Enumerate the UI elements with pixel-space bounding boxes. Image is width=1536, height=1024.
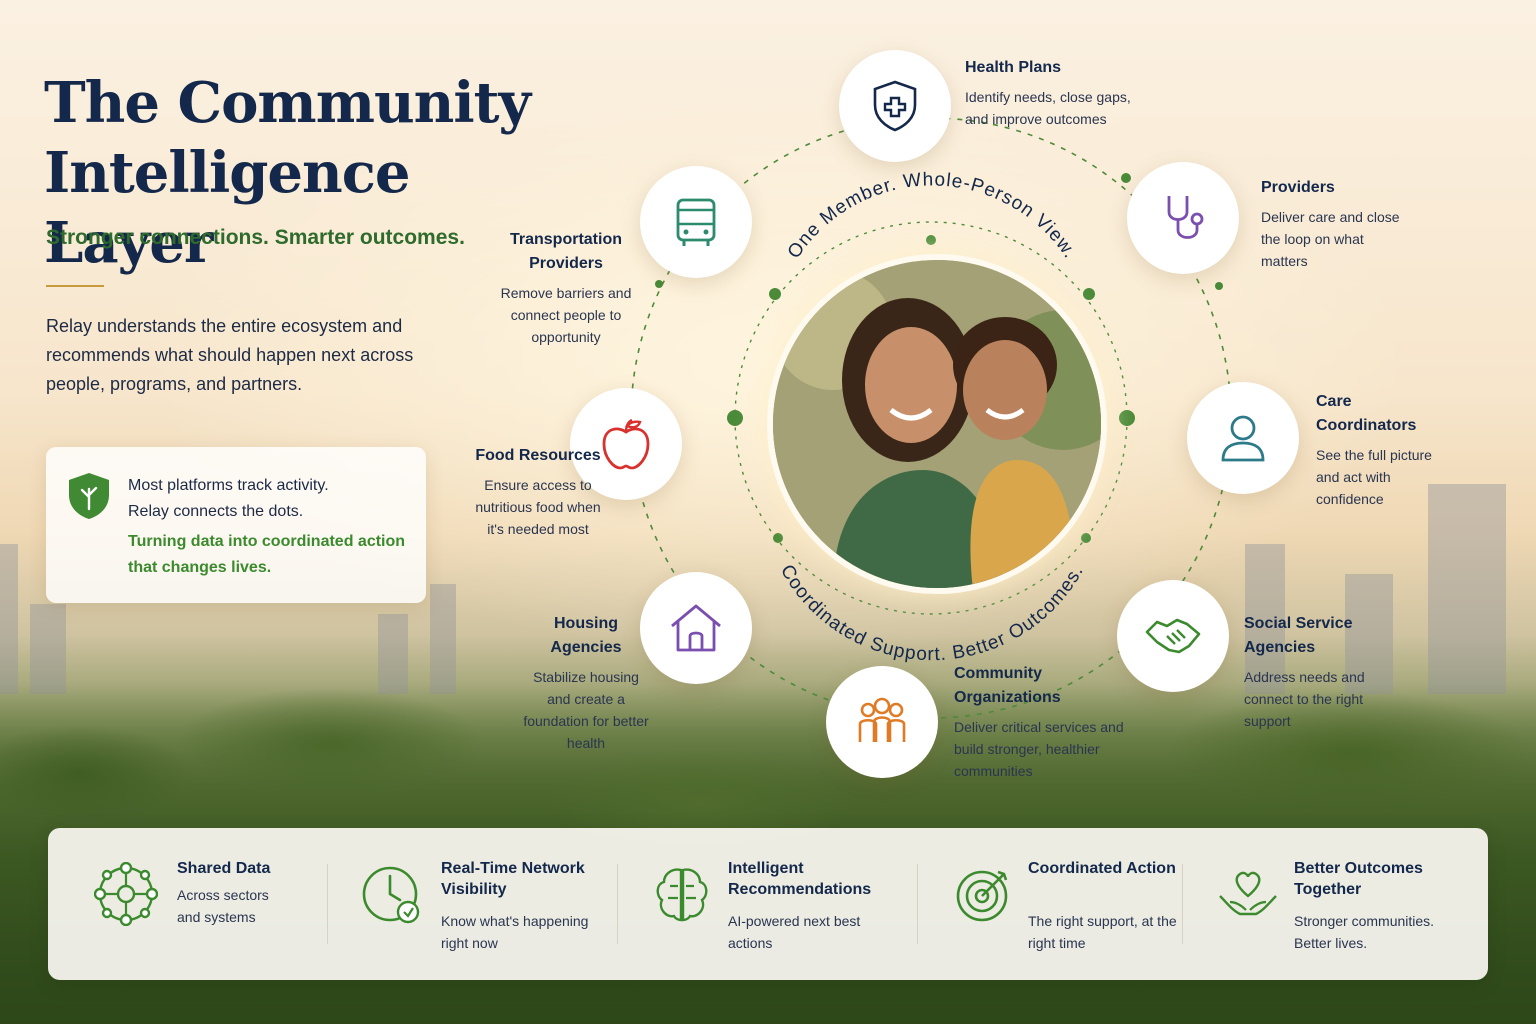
arc-top-text: One Member. Whole-Person View. bbox=[784, 169, 1081, 262]
member-photo bbox=[767, 254, 1107, 594]
brain-icon bbox=[656, 868, 708, 922]
label-social-service: Social Service Agencies Address needs an… bbox=[1244, 615, 1365, 729]
callout-card: Most platforms track activity. Relay con… bbox=[46, 447, 426, 603]
callout-line-3: Turning data into coordinated action bbox=[128, 533, 406, 550]
skyline-building bbox=[30, 604, 66, 694]
target-icon bbox=[956, 870, 1008, 922]
divider bbox=[327, 864, 328, 944]
skyline-building bbox=[378, 614, 408, 694]
divider bbox=[617, 864, 618, 944]
node-food[interactable] bbox=[570, 388, 682, 500]
heart-hands-icon bbox=[1219, 871, 1277, 916]
callout-line-1: Most platforms track activity. bbox=[128, 477, 329, 494]
feature-shared-data: Shared Data Across sectors and systems bbox=[90, 828, 350, 980]
label-housing: Housing Agencies Stabilize housing and c… bbox=[523, 615, 649, 751]
person-icon bbox=[1221, 415, 1265, 462]
stethoscope-icon bbox=[1167, 196, 1204, 239]
apple-icon bbox=[602, 418, 650, 470]
feature-better-outcomes: Better Outcomes Together Stronger commun… bbox=[1216, 828, 1476, 980]
tagline: Stronger connections. Smarter outcomes. bbox=[46, 226, 465, 249]
people-icon bbox=[858, 697, 906, 742]
feature-network-visibility: Real-Time Network Visibility Know what's… bbox=[360, 828, 620, 980]
page-title: The Community Intelligence Layer bbox=[44, 70, 531, 276]
callout-line-2: Relay connects the dots. bbox=[128, 503, 304, 520]
skyline-building bbox=[1428, 484, 1506, 694]
callout-line-4: that changes lives. bbox=[128, 559, 272, 576]
skyline-building bbox=[1345, 574, 1393, 694]
feature-strip: Shared Data Across sectors and systems R… bbox=[48, 828, 1488, 980]
node-transportation[interactable] bbox=[640, 166, 752, 278]
handshake-icon bbox=[1145, 618, 1201, 654]
label-care-coordinators: Care Coordinators See the full picture a… bbox=[1316, 393, 1432, 507]
label-providers: Providers Deliver care and close the loo… bbox=[1261, 179, 1400, 269]
node-care-coordinators[interactable] bbox=[1187, 382, 1299, 494]
node-health-plans[interactable] bbox=[839, 50, 951, 162]
label-health-plans: Health Plans Identify needs, close gaps,… bbox=[965, 59, 1131, 127]
skyline-building bbox=[430, 584, 456, 694]
node-providers[interactable] bbox=[1127, 162, 1239, 274]
label-community-orgs: Community Organizations Deliver critical… bbox=[954, 665, 1124, 779]
mother-child-illustration bbox=[773, 260, 1101, 588]
feature-recommendations: Intelligent Recommendations AI-powered n… bbox=[650, 828, 910, 980]
divider bbox=[917, 864, 918, 944]
node-social-service[interactable] bbox=[1117, 580, 1229, 692]
clock-icon bbox=[362, 866, 420, 924]
divider bbox=[46, 285, 104, 287]
label-food: Food Resources Ensure access to nutritio… bbox=[475, 447, 601, 537]
skyline-building bbox=[1245, 544, 1285, 694]
feature-coordinated-action: Coordinated Action The right support, at… bbox=[952, 828, 1212, 980]
shield-leaf-icon bbox=[69, 473, 109, 519]
intro-text: Relay understands the entire ecosystem a… bbox=[46, 316, 414, 394]
node-housing[interactable] bbox=[640, 572, 752, 684]
divider bbox=[1182, 864, 1183, 944]
house-icon bbox=[671, 604, 721, 652]
network-icon bbox=[94, 862, 158, 926]
bus-icon bbox=[676, 198, 716, 246]
ring-dots bbox=[655, 173, 1223, 683]
shield-plus-icon bbox=[873, 80, 917, 132]
skyline-building bbox=[0, 544, 18, 694]
node-community-orgs[interactable] bbox=[826, 666, 938, 778]
label-transportation: Transportation Providers Remove barriers… bbox=[500, 231, 632, 345]
